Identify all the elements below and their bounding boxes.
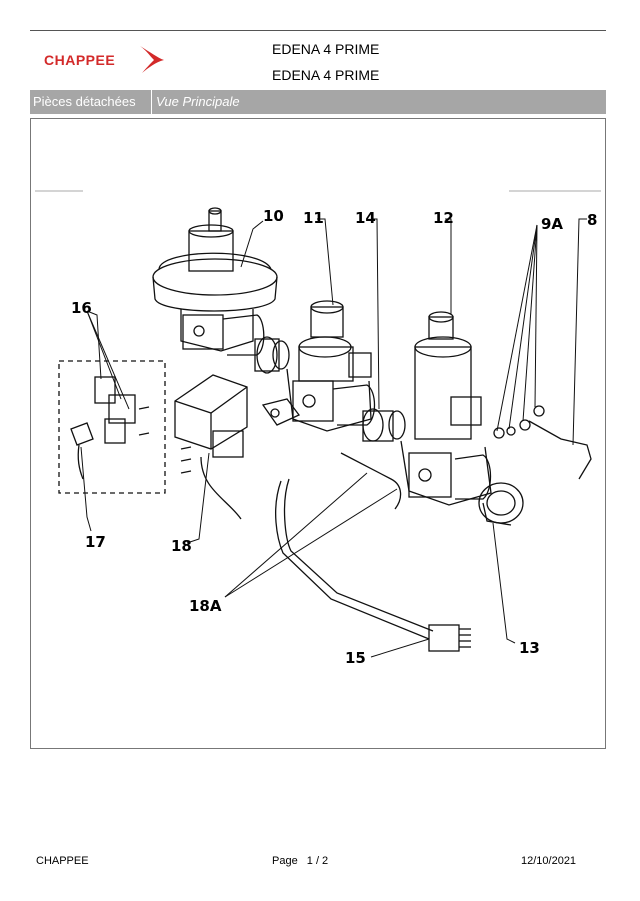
label-16: 16 (71, 299, 92, 317)
exploded-view-drawing: 10 11 14 12 9A 8 16 17 18 18A 15 13 (35, 190, 601, 667)
label-11: 11 (303, 209, 324, 227)
union-part-14 (362, 408, 406, 442)
valve-part-11 (286, 300, 376, 432)
footer-page: Page 1 / 2 (272, 855, 328, 867)
brand-logo: CHAPPEE (44, 44, 169, 76)
footer-date: 12/10/2021 (521, 855, 577, 867)
section-label: Pièces détachées (33, 94, 136, 109)
label-17: 17 (85, 533, 106, 551)
fittings-part-9a (493, 405, 545, 439)
label-8: 8 (587, 211, 597, 229)
valve-part-12 (400, 311, 492, 506)
document-subtitle: EDENA 4 PRIME (272, 67, 380, 83)
header-rule (30, 30, 606, 31)
connector-box-part-16 (58, 360, 166, 494)
nut-part-13 (478, 482, 524, 526)
exploded-view-frame: 10 11 14 12 9A 8 16 17 18 18A 15 13 (30, 118, 606, 749)
label-9a: 9A (541, 215, 563, 233)
connector-part-15 (428, 624, 471, 652)
section-bar: Pièces détachées Vue Principale (30, 90, 606, 114)
pipe-union (254, 336, 290, 374)
label-10: 10 (263, 207, 284, 225)
logo-swoosh-icon (140, 46, 164, 73)
tube-part-8 (528, 420, 592, 480)
document-title: EDENA 4 PRIME (272, 41, 380, 57)
label-18: 18 (171, 537, 192, 555)
footer-company: CHAPPEE (36, 855, 89, 867)
label-14: 14 (355, 209, 376, 227)
section-divider (151, 90, 152, 114)
coil-part-18 (174, 374, 301, 520)
view-label: Vue Principale (156, 94, 240, 109)
label-15: 15 (345, 649, 366, 667)
label-18a: 18A (189, 597, 222, 615)
label-13: 13 (519, 639, 540, 657)
regulator-part-10 (152, 207, 278, 356)
harness-part-18a (275, 452, 434, 640)
label-12: 12 (433, 209, 454, 227)
page-value: 1 / 2 (306, 855, 329, 867)
logo-text: CHAPPEE (44, 52, 116, 68)
page-label: Page (272, 855, 298, 867)
